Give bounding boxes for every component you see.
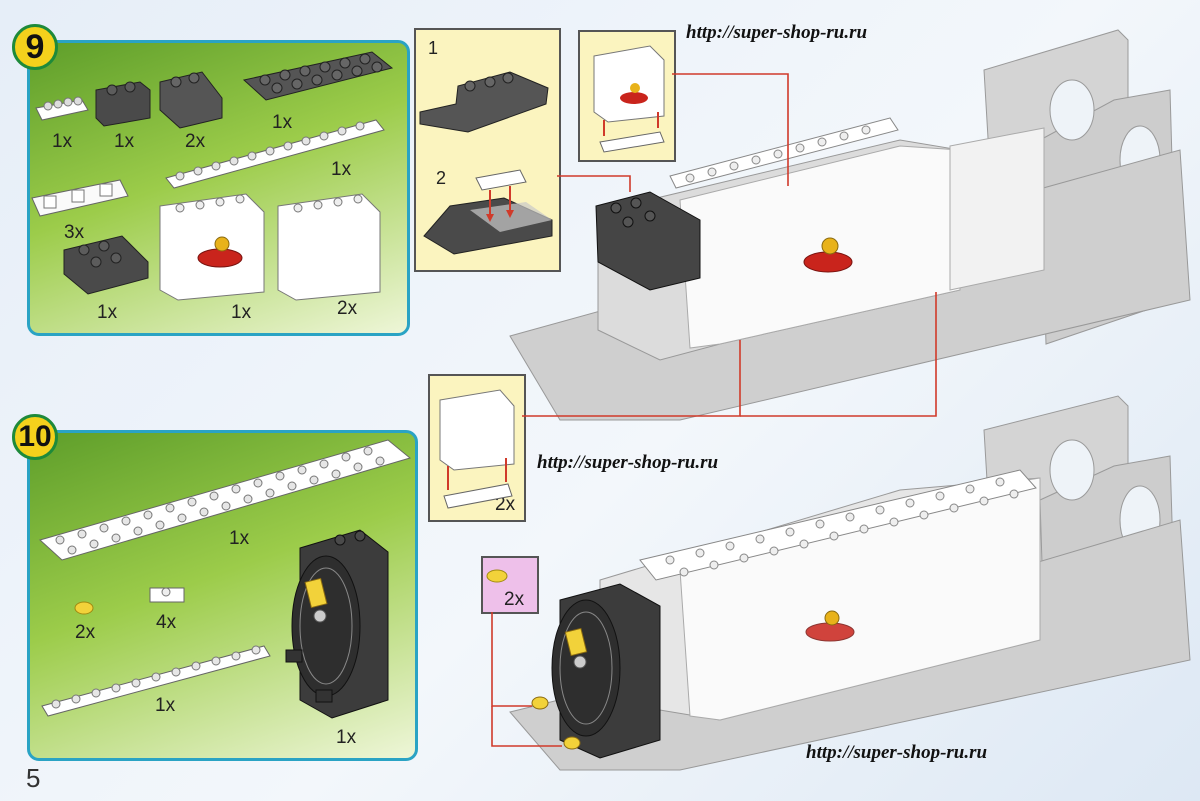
part-white-plate-1x12	[165, 119, 385, 189]
panel-assembly-qty: 2x	[495, 494, 516, 515]
part-white-panel	[277, 193, 381, 301]
watermark-top: http://super-shop-ru.ru	[686, 22, 868, 43]
step9-qty-2: 1x	[114, 131, 135, 152]
part-yellow-round-tile	[74, 601, 94, 615]
page-number: 5	[26, 763, 41, 793]
yellow-tile-callout	[481, 556, 539, 614]
watermark-bottom: http://super-shop-ru.ru	[806, 742, 988, 763]
step10-qty-2: 2x	[75, 622, 96, 643]
sub-assembly-step1-label: 1	[428, 38, 439, 58]
step9-qty-9: 2x	[337, 298, 358, 319]
step9-qty-5: 1x	[331, 159, 352, 180]
step10-qty-4: 1x	[155, 695, 176, 716]
part-white-plate-1x12-b	[41, 645, 271, 717]
part-smokebox-front	[285, 529, 389, 719]
step10-qty-3: 4x	[156, 612, 177, 633]
step9-qty-3: 2x	[185, 131, 206, 152]
part-dark-plate-2x8	[242, 51, 394, 101]
part-dark-brick	[95, 81, 151, 127]
part-white-hinge	[31, 179, 129, 217]
part-white-panel-logo	[159, 193, 265, 301]
part-white-plate-2x16	[39, 439, 412, 561]
part-dark-slope-plate	[63, 235, 149, 295]
part-dark-slope	[159, 71, 223, 129]
step9-qty-4: 1x	[272, 112, 293, 133]
step10-qty-1: 1x	[229, 528, 250, 549]
step9-badge: 9	[12, 24, 58, 70]
step9-qty-7: 1x	[97, 302, 118, 323]
watermark-middle: http://super-shop-ru.ru	[537, 452, 719, 473]
step10-qty-5: 1x	[336, 727, 357, 748]
part-white-clip-plate	[149, 587, 185, 603]
step9-qty-8: 1x	[231, 302, 252, 323]
yellow-tile-qty: 2x	[504, 589, 525, 610]
step10-badge: 10	[12, 414, 58, 460]
sub-assembly-step2-label: 2	[436, 168, 447, 188]
step9-qty-6: 3x	[64, 222, 85, 243]
step9-qty-1: 1x	[52, 131, 73, 152]
part-white-plate-1x4	[35, 96, 89, 121]
